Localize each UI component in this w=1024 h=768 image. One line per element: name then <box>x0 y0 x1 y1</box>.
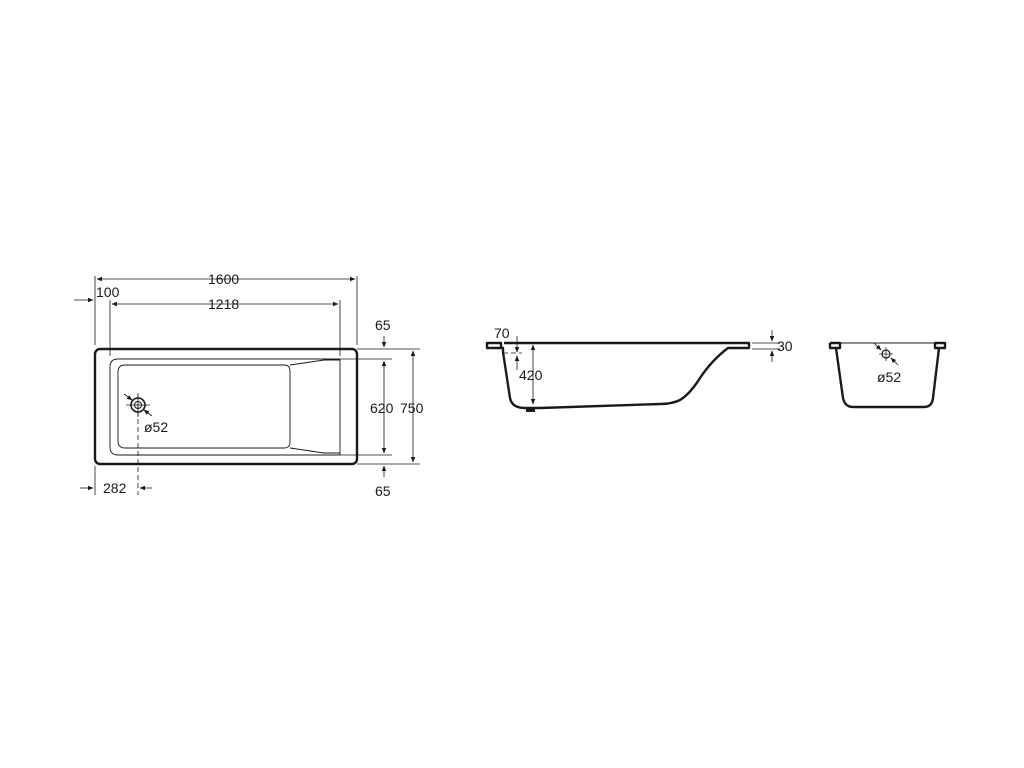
dim-inner-length: 1218 <box>208 296 239 312</box>
dim-overall-width: 750 <box>400 400 424 416</box>
dim-rim-thickness: 30 <box>777 338 793 354</box>
plan-floor-outline <box>117 364 291 449</box>
dim-rim-width: 70 <box>494 325 510 341</box>
dim-depth: 420 <box>519 367 543 383</box>
dim-inner-width: 620 <box>370 400 394 416</box>
plan-drain-label: ø52 <box>144 419 168 435</box>
dim-drain-offset: 282 <box>103 480 127 496</box>
end-view: ø52 <box>828 341 947 409</box>
side-profile <box>485 341 751 410</box>
side-drain-stub <box>526 408 535 412</box>
end-profile <box>830 341 947 409</box>
drain-icon <box>126 393 150 417</box>
plan-outer-rim <box>93 347 359 466</box>
end-overflow-label: ø52 <box>877 369 901 385</box>
dim-rim-top: 65 <box>375 317 391 333</box>
side-view: 70 420 30 <box>485 325 793 412</box>
dim-left-offset: 100 <box>96 284 120 300</box>
overflow-icon <box>879 347 893 361</box>
dim-overall-length: 1600 <box>208 271 239 287</box>
dim-rim-bottom: 65 <box>375 483 391 499</box>
plan-backrest-lines <box>289 359 340 454</box>
plan-basin-outline <box>109 358 341 456</box>
plan-view: ø52 1600 1218 100 65 620 750 65 <box>74 271 424 499</box>
